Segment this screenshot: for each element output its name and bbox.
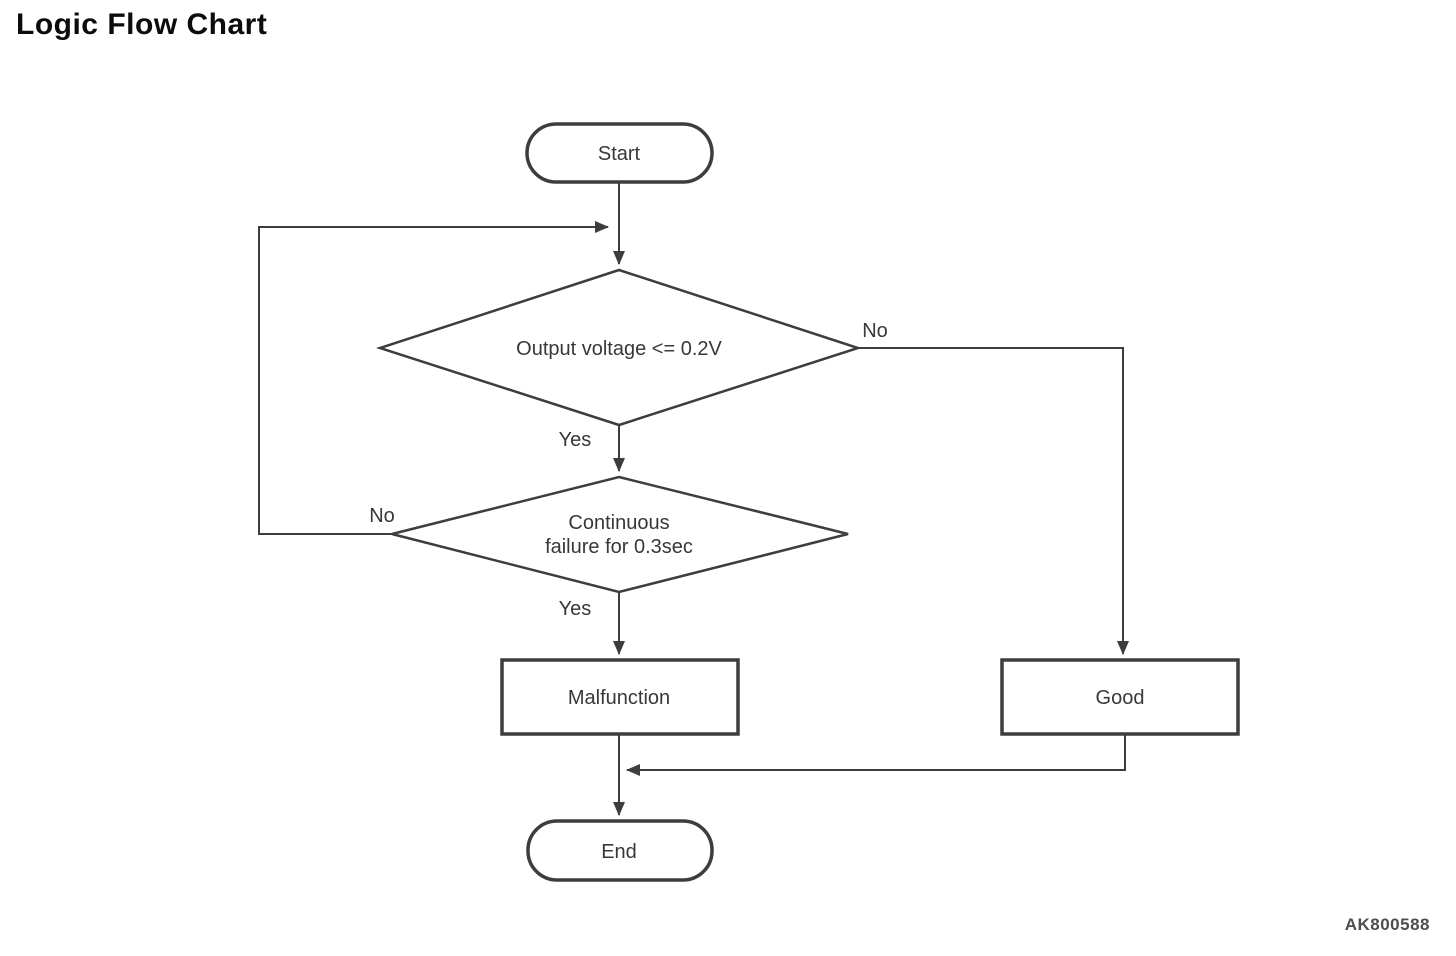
node-malfunction-box	[500, 658, 740, 736]
node-end-label: End	[601, 841, 637, 863]
node-start-label: Start	[598, 143, 641, 165]
node-decision1-label: Output voltage <= 0.2V	[516, 338, 722, 360]
edge-label-no-left: No	[369, 505, 395, 527]
page-title: Logic Flow Chart	[16, 8, 268, 41]
edge-label-yes-lower: Yes	[559, 598, 592, 620]
node-decision2-label-line2: failure for 0.3sec	[545, 536, 693, 558]
edge-decision2-no-loopback	[258, 221, 609, 535]
node-decision2-diamond	[391, 475, 849, 594]
edge-label-yes-upper: Yes	[559, 429, 592, 451]
node-malfunction-label: Malfunction	[568, 687, 670, 709]
node-end-terminator	[526, 819, 714, 882]
edge-label-no-right: No	[862, 320, 888, 342]
watermark-code: AK800588	[1344, 915, 1430, 934]
node-good-label: Good	[1096, 687, 1145, 709]
node-decision1-diamond	[375, 268, 863, 427]
node-decision2-label-line1: Continuous	[568, 512, 669, 534]
node-start-terminator	[525, 122, 714, 184]
node-good-box	[1000, 658, 1240, 736]
edge-good-merge	[626, 734, 1126, 776]
edge-decision1-no-to-good	[858, 347, 1129, 655]
